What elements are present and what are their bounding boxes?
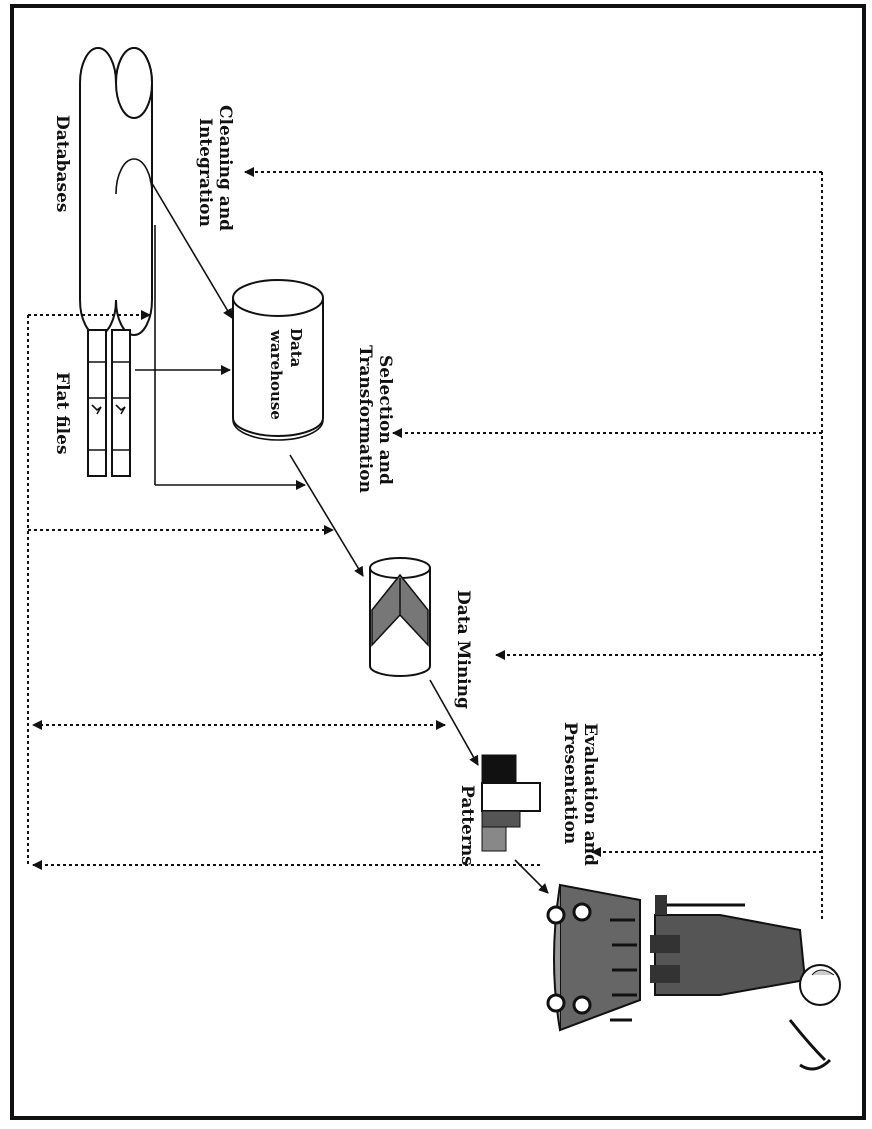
data-warehouse-label-line1: Data <box>287 328 305 368</box>
flat-files-label: Flat files <box>52 372 72 455</box>
evaluation-label-line2: Presentation <box>560 722 580 844</box>
databases-icon <box>80 48 152 335</box>
selection-label-line2: Transformation <box>355 345 375 493</box>
data-mining-label: Data Mining <box>453 590 473 709</box>
patterns-icon <box>482 755 540 851</box>
task-data-icon <box>370 558 430 676</box>
databases-label: Databases <box>52 115 72 212</box>
miner-with-ore-cart-icon <box>548 885 840 1069</box>
flat-files-icon <box>88 330 130 476</box>
cleaning-label-line1: Cleaning and <box>215 105 235 231</box>
evaluation-label-line1: Evaluation and <box>580 723 600 866</box>
cleaning-label-line2: Integration <box>195 118 215 227</box>
patterns-label: Patterns <box>457 785 477 866</box>
selection-label-line1: Selection and <box>375 355 395 485</box>
data-warehouse-label-line2: warehouse <box>267 329 285 420</box>
